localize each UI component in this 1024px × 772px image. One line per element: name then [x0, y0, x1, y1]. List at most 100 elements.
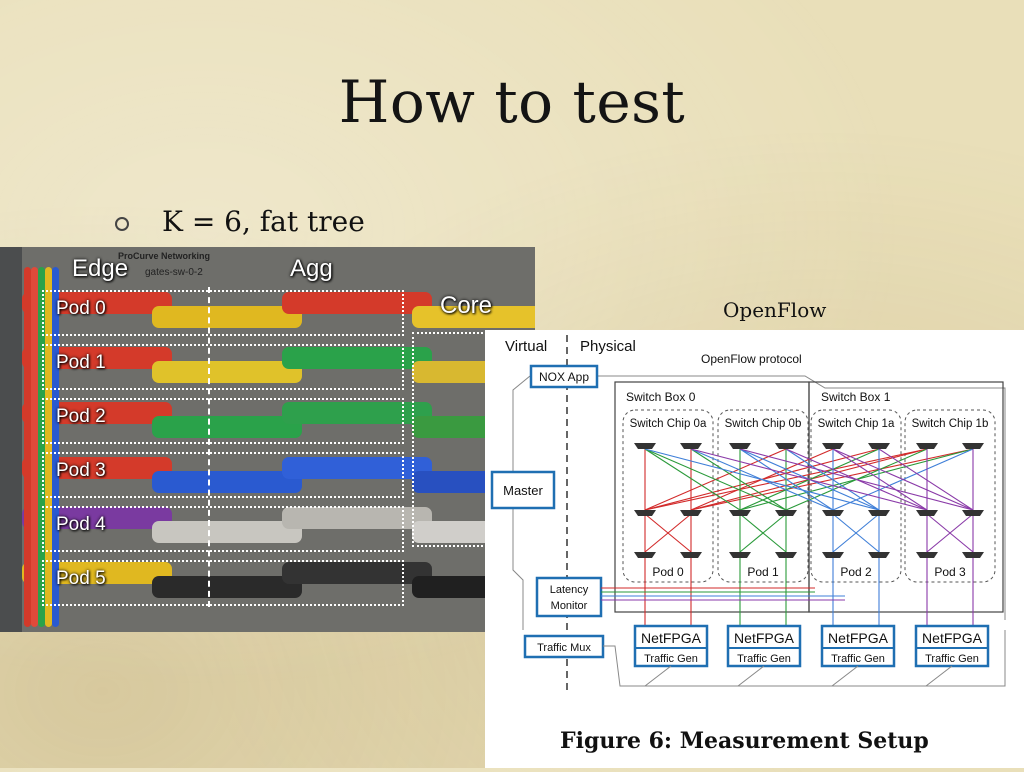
netfpga-label: NetFPGA	[828, 630, 889, 646]
netfpga-label: NetFPGA	[641, 630, 702, 646]
core-link	[878, 448, 974, 511]
cable-bundle	[412, 306, 535, 328]
core-link	[785, 448, 880, 511]
switch-icon	[634, 443, 656, 449]
traffic-gen-label: Traffic Gen	[644, 653, 698, 665]
switch-icon	[634, 552, 656, 558]
traffic-gen-label: Traffic Gen	[925, 653, 979, 665]
openflow-path	[593, 375, 1006, 620]
switch-chip-label: Switch Chip 1b	[912, 418, 989, 430]
pod-link	[926, 513, 974, 553]
switch-icon	[634, 510, 656, 516]
pod-box	[42, 344, 404, 390]
switch-icon	[775, 443, 797, 449]
switch-icon	[916, 443, 938, 449]
cable-bundle	[22, 347, 172, 369]
pod-link	[832, 513, 880, 553]
switch-icon	[729, 552, 751, 558]
netfpga-units: NetFPGA Traffic Gen NetFPGA Traffic Gen NetF…	[633, 624, 990, 687]
switch-links	[644, 448, 974, 626]
switch-chip-outline	[622, 409, 714, 583]
device-name: gates-sw-0-2	[145, 267, 203, 278]
switch-icon	[822, 552, 844, 558]
bullet-ring-icon	[115, 216, 129, 231]
core-link	[644, 448, 741, 511]
openflow-label: OpenFlow	[723, 298, 827, 322]
nox-app-box	[529, 364, 599, 389]
traffic-gen-link	[644, 665, 672, 687]
switch-chip-label: Switch Chip 0a	[630, 418, 707, 430]
traffic-gen-label: Traffic Gen	[737, 653, 791, 665]
header-core: Core	[440, 292, 493, 319]
switch-icon	[868, 552, 890, 558]
pod-link	[644, 513, 692, 553]
core-link	[644, 448, 880, 511]
cable-bundle	[282, 562, 432, 584]
traffic-mux-label: Traffic Mux	[537, 642, 591, 654]
latency-monitor-line1: Latency	[550, 584, 589, 596]
cable-bundle	[22, 507, 172, 529]
switch-icon	[729, 510, 751, 516]
control-path-left	[512, 375, 531, 630]
pod-diagram-label: Pod 0	[652, 565, 684, 579]
netfpga-label: NetFPGA	[922, 630, 983, 646]
switch-icons	[634, 443, 984, 558]
core-link	[832, 448, 974, 511]
switch-icon	[962, 552, 984, 558]
switch-icon	[916, 552, 938, 558]
core-link	[832, 448, 928, 511]
switch-icon	[680, 443, 702, 449]
pod-label: Pod 1	[56, 352, 106, 373]
pod-box	[42, 398, 404, 444]
switch-box-0-label: Switch Box 0	[626, 390, 696, 404]
header-edge: Edge	[72, 255, 129, 282]
pod-label: Pod 5	[56, 568, 106, 589]
core-link	[739, 448, 834, 511]
fat-tree-photo: ProCurve Networking gates-sw-0-2 Edge Ag…	[0, 247, 535, 632]
pod-label: Pod 0	[56, 298, 106, 319]
cable-bundle	[282, 457, 432, 479]
switch-chip-label: Switch Chip 0b	[725, 418, 802, 430]
switch-box-1-label: Switch Box 1	[821, 390, 891, 404]
rack-edge	[0, 247, 22, 632]
switch-icon	[729, 443, 751, 449]
switch-icon	[775, 552, 797, 558]
switch-box-1	[808, 381, 1004, 613]
cable-bundle	[282, 402, 432, 424]
cable-bundle	[152, 361, 302, 383]
netfpga-box	[820, 624, 896, 668]
cable-bundle	[282, 507, 432, 529]
vertical-cable	[31, 267, 38, 627]
cable-bundle	[282, 292, 432, 314]
virtual-label: Virtual	[505, 338, 547, 355]
cable-bundle	[152, 416, 302, 438]
pod-label: Pod 3	[56, 460, 106, 481]
latency-monitor-line2: Monitor	[551, 600, 588, 612]
pod-box	[42, 290, 404, 336]
vertical-cable	[52, 267, 59, 627]
switch-icon	[962, 510, 984, 516]
cable-bundle	[22, 562, 172, 584]
nox-app-label: NOX App	[539, 370, 589, 384]
vertical-cable	[38, 267, 45, 627]
figure-panel: Virtual Physical OpenFlow protocol NOX A…	[485, 330, 1024, 768]
traffic-gen-link	[925, 665, 953, 687]
cable-bundle	[152, 471, 302, 493]
bullet-item: K = 6, fat tree	[115, 205, 365, 238]
cable-bundle	[152, 576, 302, 598]
core-link	[690, 448, 787, 511]
master-box	[490, 470, 556, 510]
traffic-gen-label: Traffic Gen	[831, 653, 885, 665]
traffic-gen-link	[831, 665, 859, 687]
pod-link	[739, 513, 787, 553]
pod-diagram-label: Pod 2	[840, 565, 872, 579]
switch-icon	[775, 510, 797, 516]
traffic-gen-link	[737, 665, 765, 687]
mux-bus	[603, 630, 1006, 687]
cable-bundle	[152, 306, 302, 328]
pod-box	[42, 452, 404, 498]
bullet-text: K = 6, fat tree	[162, 205, 365, 238]
switch-icon	[916, 510, 938, 516]
latency-monitor-box	[535, 576, 603, 618]
